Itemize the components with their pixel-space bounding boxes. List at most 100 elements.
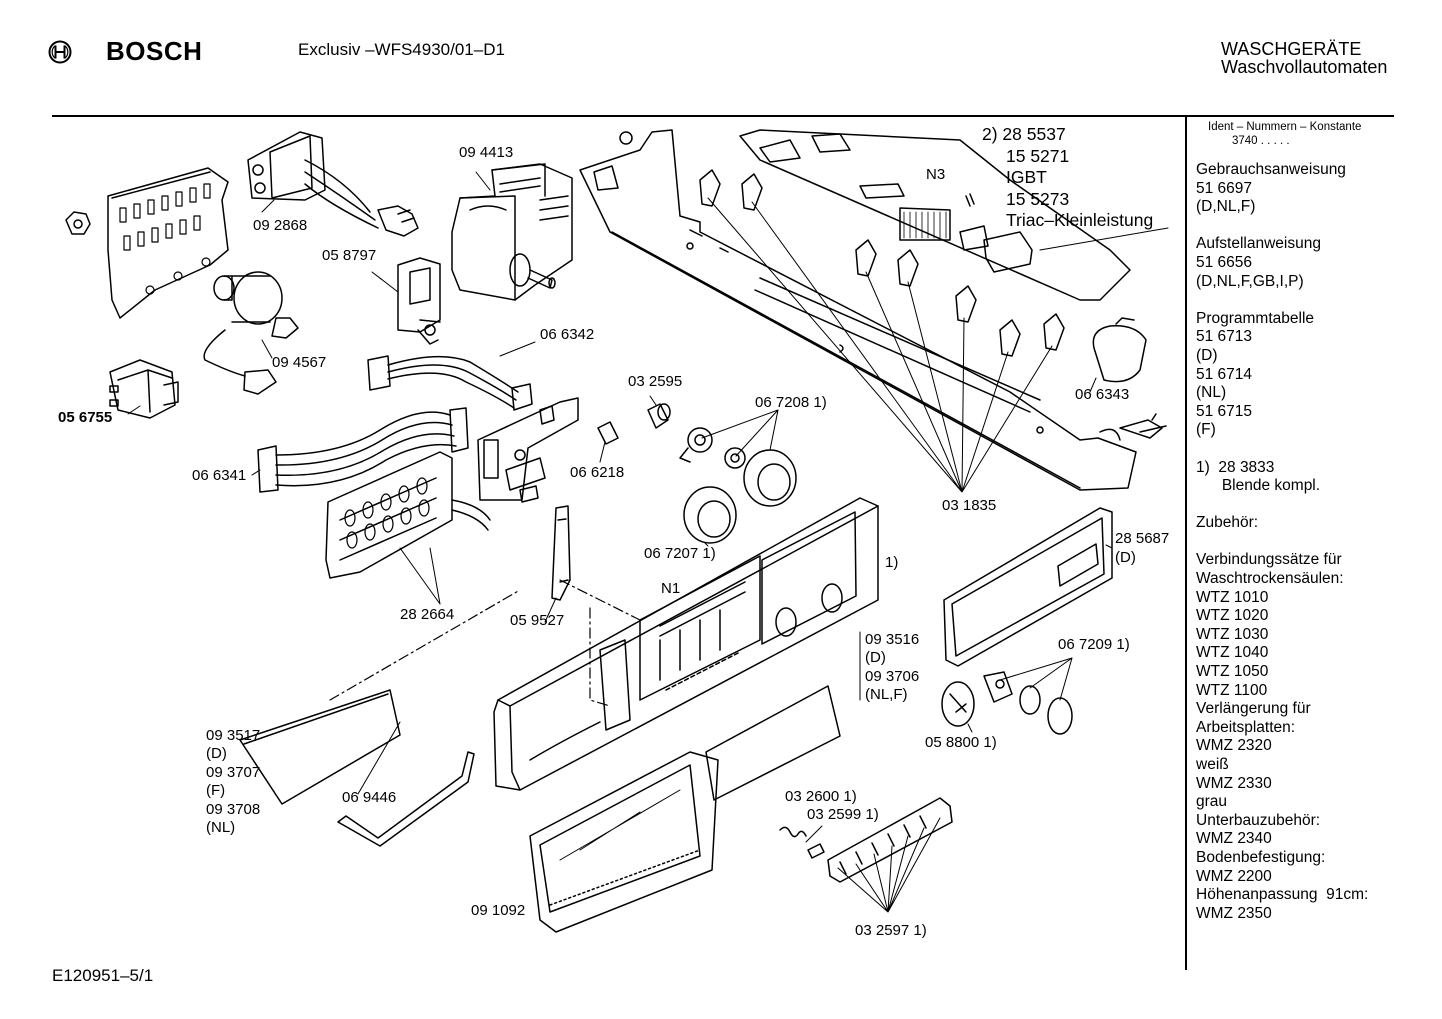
selector-knob: [942, 672, 1072, 734]
callout-032595: 03 2595: [628, 373, 683, 390]
callout-0588001: 05 8800 1): [925, 734, 997, 751]
sidebar-line: 51 6715: [1196, 402, 1253, 420]
control-panel-fascia: [494, 498, 878, 790]
assembly-guide-lines: [330, 580, 640, 706]
wiring-harness-066341: [258, 408, 468, 492]
sidebar-line: WMZ 2340: [1196, 830, 1272, 848]
callout-069446: 06 9446: [342, 789, 397, 806]
sidebar-line: Aufstellanweisung: [1196, 235, 1321, 253]
sidebar-line: Verbindungssätze für: [1196, 551, 1342, 569]
sidebar-line: 1) 28 3833: [1196, 458, 1275, 476]
sidebar-spacer: [1196, 291, 1436, 310]
sidebar-line: (NL): [1196, 384, 1227, 402]
callout-093517-variant: (D): [206, 745, 227, 762]
support-rail: [580, 130, 1166, 490]
sidebar-line: Programmtabelle: [1196, 309, 1315, 327]
sidebar-line: Bodenbefestigung:: [1196, 848, 1326, 866]
callout-0672081: 06 7208 1): [755, 394, 827, 411]
sidebar-line: Verlängerung für: [1196, 700, 1311, 718]
callout-094567: 09 4567: [272, 354, 327, 371]
callout-093708: 09 3708: [206, 801, 261, 818]
note2-line-1: 2) 28 5537: [982, 124, 1066, 144]
sidebar-line: WMZ 2330: [1196, 774, 1272, 792]
category-title: WASCHGERÄTE: [1221, 39, 1362, 59]
sidebar-line: WMZ 2320: [1196, 737, 1272, 755]
sidebar-line: (D,NL,F): [1196, 198, 1256, 216]
callout-092868: 09 2868: [253, 217, 308, 234]
sidebar-line: (D,NL,F,GB,I,P): [1196, 272, 1304, 290]
bracket: [552, 506, 570, 600]
callout-282664: 28 2664: [400, 606, 455, 623]
door-switch: [398, 258, 440, 344]
callout-0672091: 06 7209 1): [1058, 636, 1130, 653]
ident-header: Ident – Nummern – Konstante: [1208, 121, 1362, 133]
subcategory-title: Waschvollautomaten: [1221, 57, 1388, 77]
model-title: Exclusiv –WFS4930/01–D1: [298, 40, 505, 59]
note2-line-3: IGBT: [1006, 167, 1047, 187]
callout-0672071: 06 7207 1): [644, 545, 716, 562]
sidebar-line: WMZ 2200: [1196, 867, 1272, 885]
potentiometer-knobs: [680, 428, 796, 543]
callout-066343: 06 6343: [1075, 386, 1130, 403]
callout-n3: N3: [926, 166, 946, 183]
sidebar-line: Unterbauzubehör:: [1196, 811, 1321, 829]
callout-093707-variant: (F): [206, 782, 226, 799]
spindle-bushing: [648, 404, 670, 428]
callout-n1: N1: [661, 580, 681, 597]
callout-285687-variant: (D): [1115, 549, 1136, 566]
sidebar-line: Gebrauchsanweisung: [1196, 161, 1346, 178]
keyboard-pcb: [326, 452, 490, 578]
leader-lines: [128, 172, 1168, 912]
sidebar-spacer: [1196, 533, 1436, 552]
callout-note1: 1): [885, 554, 899, 571]
sidebar-spacer: [1196, 440, 1436, 459]
knob-cap: [1093, 318, 1146, 382]
led-holder-icons: [700, 170, 1064, 356]
callout-066218: 06 6218: [570, 464, 625, 481]
mounting-plate: [108, 168, 228, 318]
header-rule: [52, 115, 1394, 117]
drawing-code: E120951–5/1: [52, 966, 154, 985]
suppressor-filter: [248, 132, 418, 236]
sidebar-line: WTZ 1020: [1196, 607, 1269, 625]
callout-0325991: 03 2599 1): [807, 806, 879, 823]
display-window-right: [706, 686, 840, 800]
sidebar-line: WTZ 1030: [1196, 625, 1269, 643]
note2-line-5: Triac–Kleinleistung: [1006, 210, 1154, 230]
sidebar-line: WTZ 1010: [1196, 588, 1269, 606]
sidebar-line: WTZ 1040: [1196, 644, 1269, 662]
sidebar-line: Waschtrockensäulen:: [1196, 570, 1344, 588]
sidebar-line: Höhenanpassung 91cm:: [1196, 886, 1369, 904]
small-pcb: [478, 398, 578, 502]
brand-name: BOSCH: [106, 36, 203, 66]
sidebar-spacer: [1196, 496, 1436, 515]
sidebar-line: 51 6697: [1196, 179, 1253, 197]
sidebar-line: 51 6656: [1196, 253, 1253, 271]
callout-093516: 09 3516: [865, 631, 920, 648]
spring-icon: [780, 827, 824, 858]
main-control-pcb: [740, 130, 1130, 300]
callout-091092: 09 1092: [471, 902, 526, 919]
sidebar-line: Blende kompl.: [1196, 477, 1321, 495]
detergent-drawer-cover: [530, 752, 718, 932]
sidebar-line: WTZ 1050: [1196, 663, 1269, 681]
display-window-left: [240, 690, 400, 804]
callout-056755: 05 6755: [58, 409, 113, 426]
relay: [110, 360, 178, 418]
push-buttons-strip: [828, 798, 952, 882]
sidebar-line: 51 6714: [1196, 365, 1253, 383]
note2-line-2: 15 5271: [1006, 145, 1070, 166]
nut-icon: [66, 212, 90, 234]
sidebar-line: Zubehör:: [1196, 514, 1259, 532]
sidebar-line: (F): [1196, 421, 1216, 439]
callout-093706-variant: (NL,F): [865, 686, 908, 703]
callout-0326001: 03 2600 1): [785, 788, 857, 805]
callout-0325971: 03 2597 1): [855, 922, 927, 939]
callout-093708-variant: (NL): [206, 819, 236, 836]
callout-066342: 06 6342: [540, 326, 595, 343]
parts-sidebar: Ident – Nummern – Konstante 3740 . . . .…: [1196, 120, 1436, 923]
callout-031835: 03 1835: [942, 497, 997, 514]
callout-285687: 28 5687: [1115, 530, 1170, 547]
sidebar-line: 51 6713: [1196, 328, 1253, 346]
